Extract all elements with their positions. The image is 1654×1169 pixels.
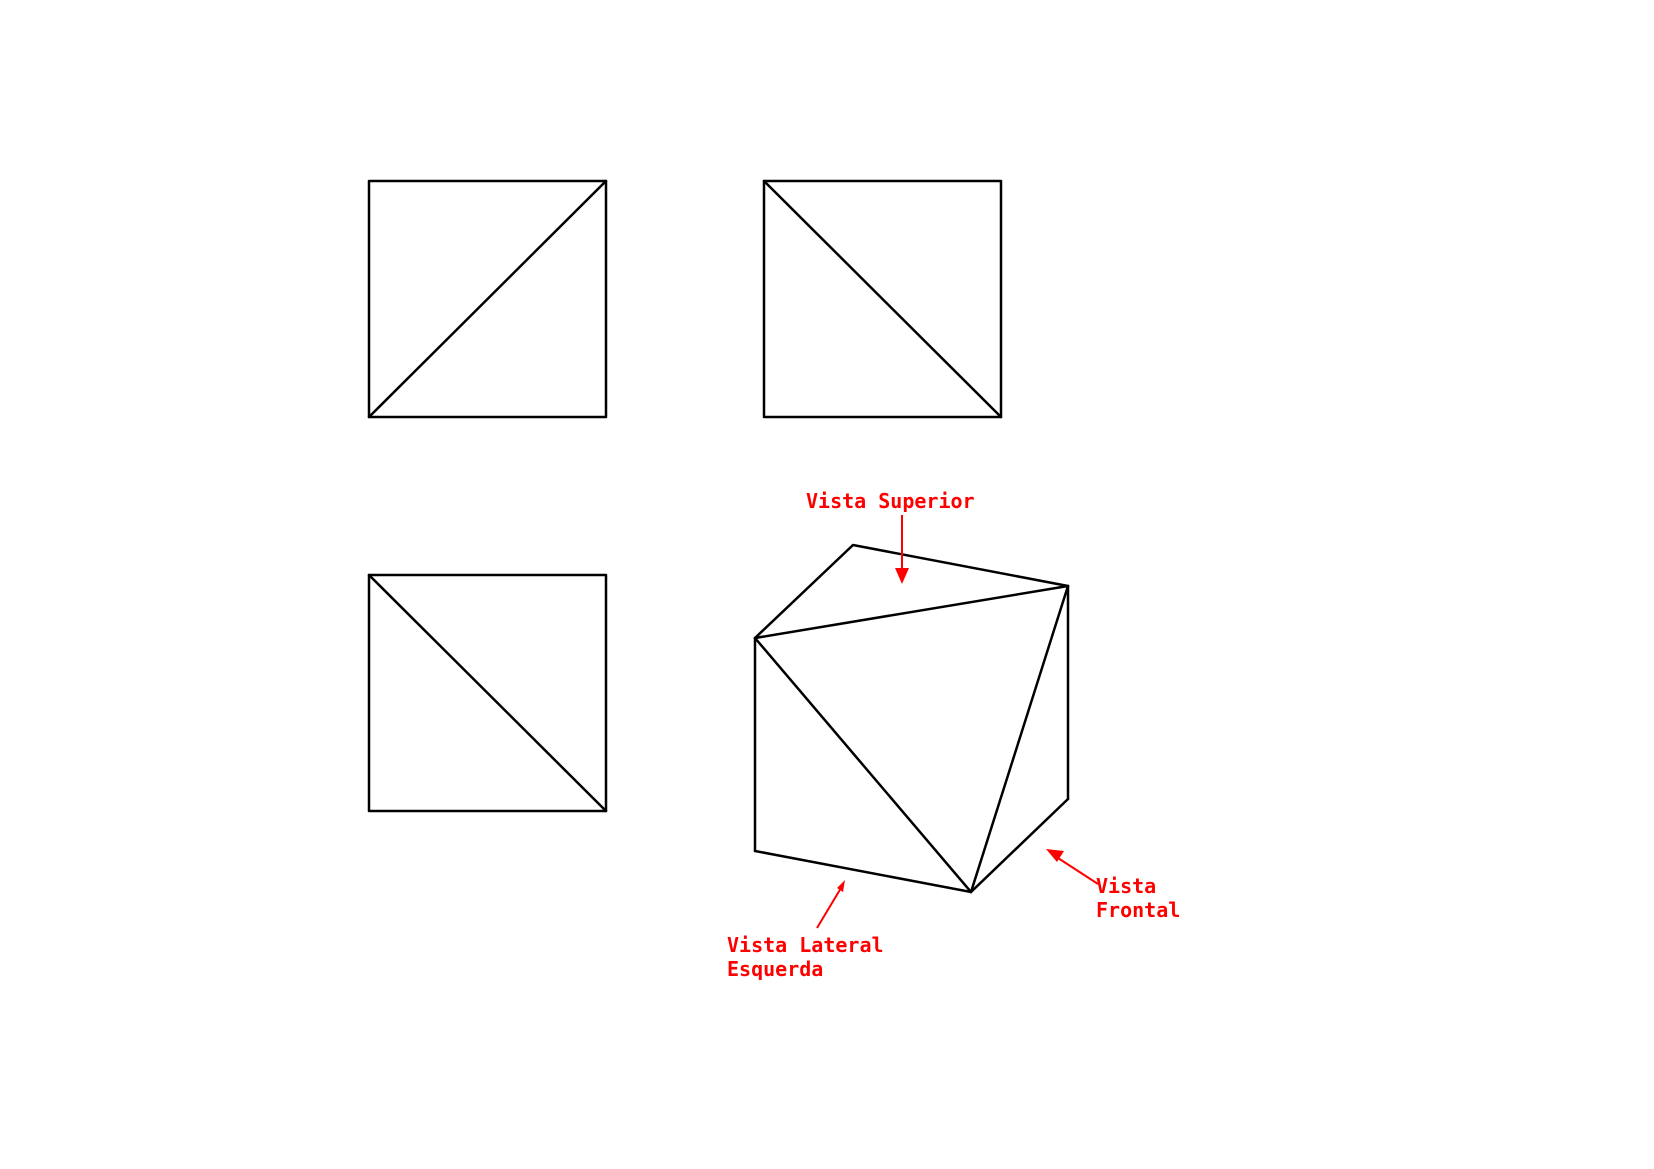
front-face-diagonal xyxy=(969,584,1070,894)
top-view-label: Vista Superior xyxy=(806,489,975,513)
isometric-cube xyxy=(753,543,1070,894)
diagonal-line xyxy=(367,179,608,419)
top-view-arrowhead xyxy=(895,568,909,584)
left-view-arrow-shaft xyxy=(816,887,842,929)
projection-view-top-right xyxy=(762,179,1003,419)
square-outline xyxy=(367,573,608,813)
annotation-frontal-view: Vista Frontal xyxy=(1046,849,1180,922)
left-face-diagonal xyxy=(753,636,973,894)
frontal-view-label-line2: Frontal xyxy=(1096,898,1180,922)
annotation-left-view: Vista Lateral Esquerda xyxy=(727,880,884,981)
frontal-view-arrowhead xyxy=(1046,849,1064,862)
frontal-view-label-line1: Vista xyxy=(1096,874,1156,898)
diagonal-line xyxy=(762,179,1003,419)
diagonal-line xyxy=(367,573,608,813)
cube-bottom-right-edge xyxy=(969,797,1070,894)
annotation-top-view: Vista Superior xyxy=(806,489,975,584)
projection-view-bottom-left xyxy=(367,573,608,813)
top-face-diagonal xyxy=(753,584,1070,640)
projection-view-top-left xyxy=(367,179,608,419)
square-outline xyxy=(762,179,1003,419)
square-outline xyxy=(367,179,608,419)
left-view-arrowhead xyxy=(837,880,845,892)
frontal-view-arrow-shaft xyxy=(1057,857,1099,885)
cube-top-back-edges xyxy=(753,543,1070,640)
left-view-label-line2: Esquerda xyxy=(727,957,823,981)
left-view-label-line1: Vista Lateral xyxy=(727,933,884,957)
cube-bottom-left-edge xyxy=(753,849,973,894)
